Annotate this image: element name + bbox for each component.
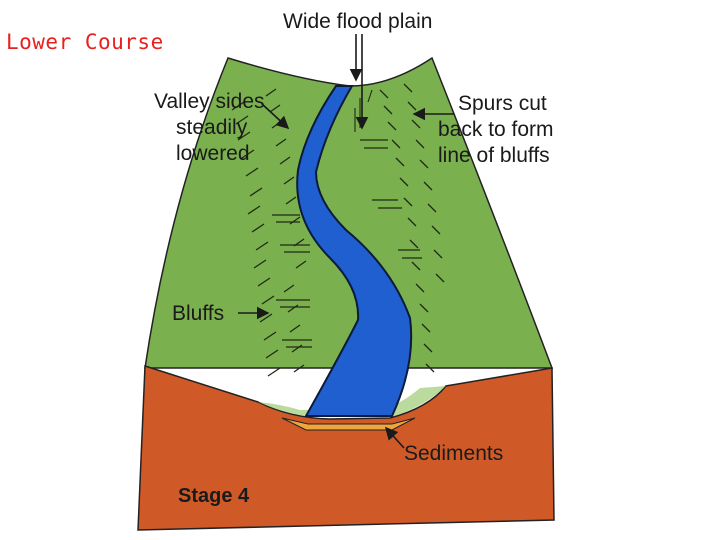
label-bluffs: Bluffs	[172, 302, 224, 325]
label-flood-plain: Wide flood plain	[283, 10, 432, 33]
arrow-sediments	[384, 426, 405, 449]
river	[296, 85, 413, 417]
sediment-layer	[281, 417, 416, 431]
slide-title: Lower Course	[6, 30, 164, 54]
bluff-hatching-right	[360, 83, 445, 373]
label-spurs-2: back to form	[438, 118, 554, 141]
label-spurs-1: Spurs cut	[458, 92, 547, 115]
label-valley-sides-3: lowered	[176, 142, 250, 165]
soil-block	[137, 364, 555, 531]
land-surface	[144, 56, 554, 369]
bluff-hatching-left	[231, 88, 312, 377]
label-sediments: Sediments	[404, 442, 503, 465]
label-valley-sides-1: Valley sides	[154, 90, 265, 113]
label-spurs-3: line of bluffs	[438, 144, 550, 167]
label-valley-sides-2: steadily	[176, 116, 248, 139]
label-stage: Stage 4	[178, 485, 250, 507]
valley-floor	[258, 386, 446, 416]
arrow-valley-sides	[261, 103, 290, 130]
leader-arrows	[238, 34, 454, 449]
